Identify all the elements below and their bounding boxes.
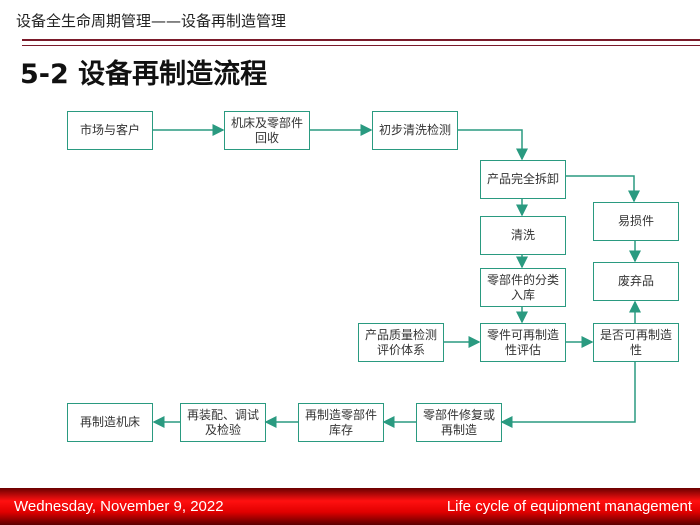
node-assemble: 再装配、调试及检验: [180, 403, 266, 442]
node-repair: 零部件修复或再制造: [416, 403, 502, 442]
node-wear: 易损件: [593, 202, 679, 241]
slide-title: 5-2 设备再制造流程: [20, 59, 268, 90]
footer-bar: Wednesday, November 9, 2022 Life cycle o…: [0, 488, 700, 525]
node-quality: 产品质量检测评价体系: [358, 323, 444, 362]
footer-date: Wednesday, November 9, 2022: [14, 498, 224, 515]
node-recycle: 机床及零部件回收: [224, 111, 310, 150]
node-precheck: 初步清洗检测: [372, 111, 458, 150]
footer-course: Life cycle of equipment management: [446, 498, 692, 515]
node-classify: 零部件的分类入库: [480, 268, 566, 307]
node-stock: 再制造零部件库存: [298, 403, 384, 442]
node-machine: 再制造机床: [67, 403, 153, 442]
node-disassemble: 产品完全拆卸: [480, 160, 566, 199]
node-market: 市场与客户: [67, 111, 153, 150]
node-clean: 清洗: [480, 216, 566, 255]
header-divider: [22, 39, 700, 46]
slide-subtitle: 设备全生命周期管理——设备再制造管理: [16, 12, 287, 30]
node-evaluate: 零件可再制造性评估: [480, 323, 566, 362]
node-scrap: 废弃品: [593, 262, 679, 301]
node-decide: 是否可再制造性: [593, 323, 679, 362]
